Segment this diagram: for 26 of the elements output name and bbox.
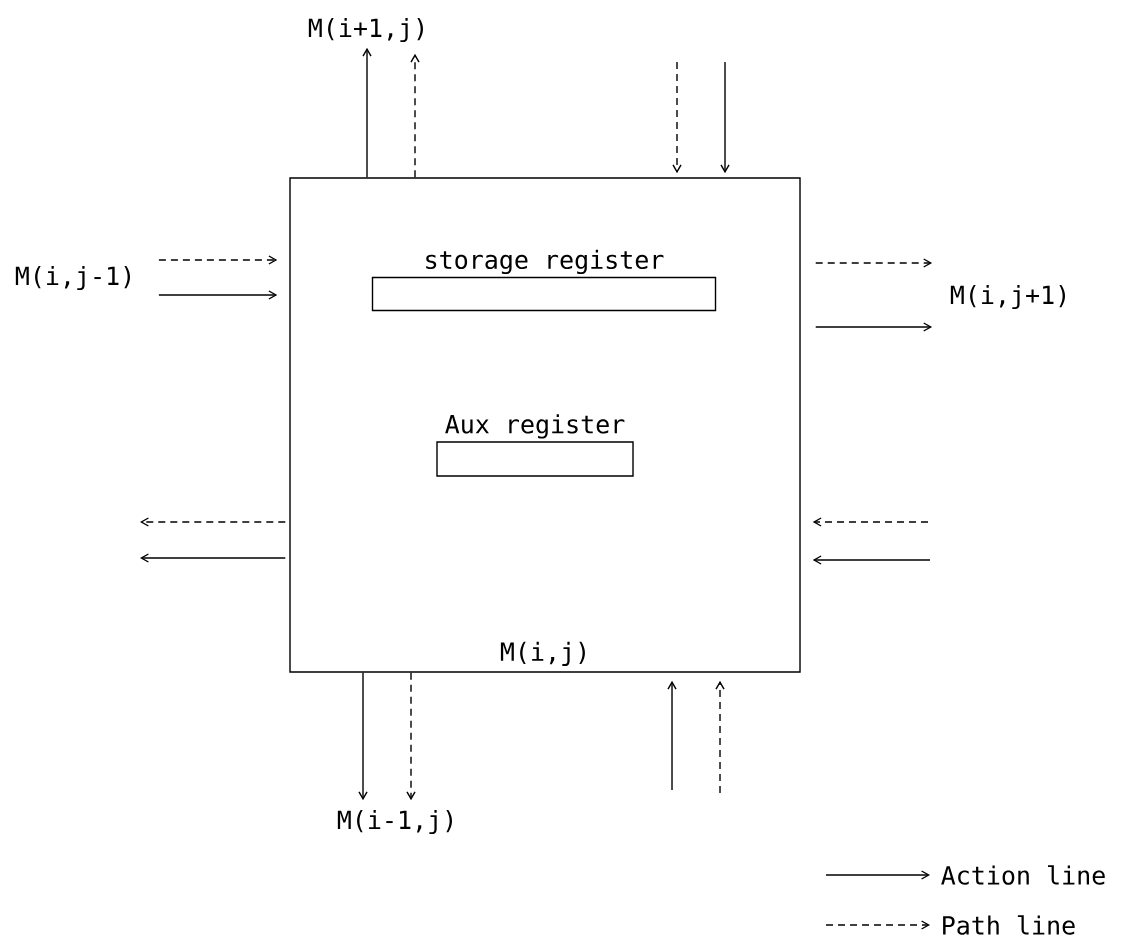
arrow <box>140 553 286 563</box>
cell-label: M(i+1,j) <box>308 17 423 43</box>
cell-label: M(i-1,j) <box>337 809 452 835</box>
legend-text: Path line <box>943 915 1075 935</box>
legend-text: Action line <box>941 865 1105 885</box>
arrow <box>812 555 931 565</box>
node-label: storage register <box>426 249 664 275</box>
register-box: Aux register <box>436 414 634 477</box>
arrow <box>715 680 725 794</box>
arrow <box>812 517 929 527</box>
node-label: Aux register <box>445 414 625 439</box>
cell-label: M(i,j-1) <box>15 265 130 291</box>
arrow <box>158 290 278 300</box>
register-box: storage register <box>371 249 717 312</box>
arrow <box>815 322 933 332</box>
arrow <box>667 680 677 791</box>
arrow <box>720 61 730 174</box>
arrow <box>815 258 933 268</box>
arrow <box>158 255 278 265</box>
arrow <box>672 61 682 174</box>
cell-label: M(i,j+1) <box>950 284 1065 310</box>
arrow <box>140 517 286 527</box>
arrow <box>406 672 416 801</box>
arrow <box>410 53 420 178</box>
arrow <box>362 47 372 178</box>
arrow <box>358 672 368 801</box>
